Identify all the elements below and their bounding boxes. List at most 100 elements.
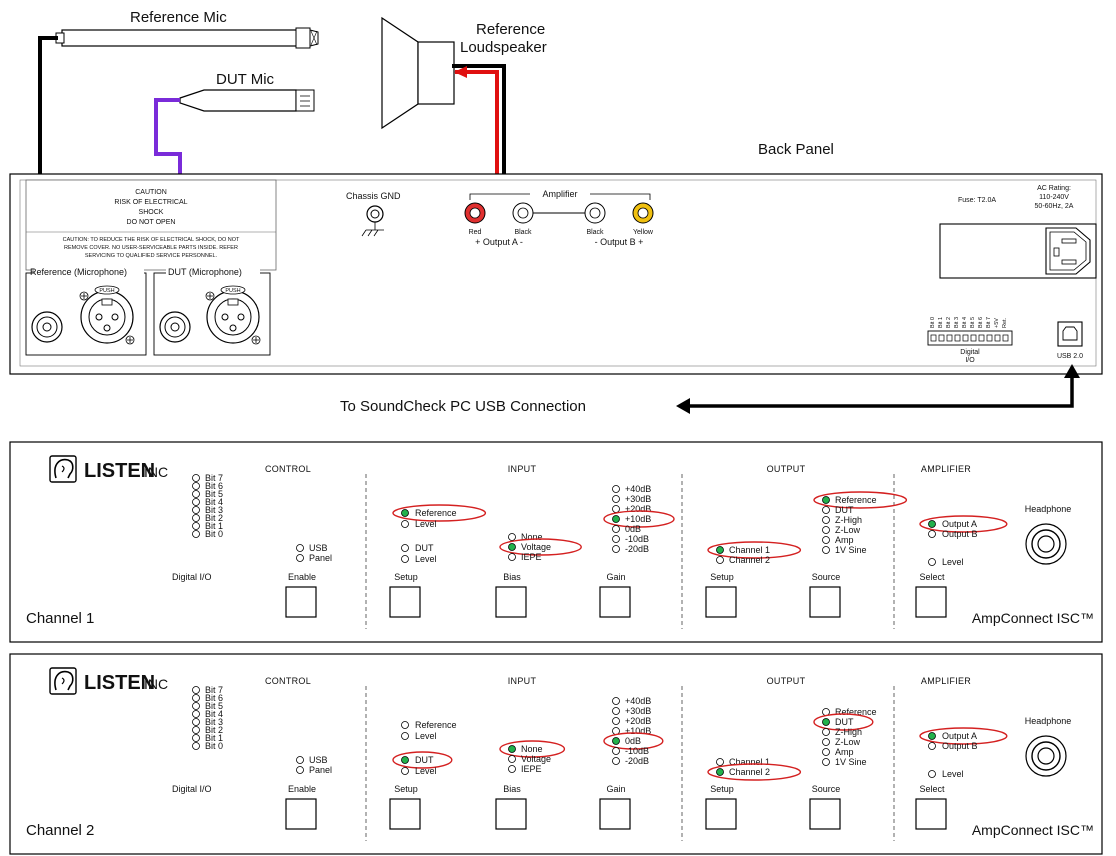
input-setup-button[interactable]: [389, 586, 421, 618]
led-off: [822, 758, 830, 766]
bias-button[interactable]: [495, 586, 527, 618]
led-label: -10dB: [625, 534, 649, 544]
led-off: [822, 506, 830, 514]
digital-io-port[interactable]: Bit 0 Bit 1 Bit 2 Bit 3 Bit 4 Bit 5 Bit …: [927, 317, 1013, 364]
section-input: INPUT: [508, 464, 537, 474]
selection-highlight: [603, 732, 664, 750]
usb-port[interactable]: USB 2.0: [1057, 321, 1083, 360]
caution-small-0: CAUTION: TO REDUCE THE RISK OF ELECTRICA…: [63, 237, 240, 243]
source-button[interactable]: [809, 586, 841, 618]
dut-group-label: DUT (Microphone): [168, 267, 242, 277]
led-off: [401, 732, 409, 740]
led-off: [296, 544, 304, 552]
output-setup-button[interactable]: [705, 586, 737, 618]
led-label: Level: [415, 519, 437, 529]
terminal-yellow[interactable]: [632, 202, 654, 224]
section-output: OUTPUT: [767, 464, 806, 474]
bias-button[interactable]: [495, 798, 527, 830]
digital-pin-5: Bit 5: [970, 317, 976, 328]
dut-bnc-connector[interactable]: [159, 311, 191, 343]
terminal-black-a[interactable]: [512, 202, 534, 224]
amplifier-label: Amplifier: [542, 189, 577, 199]
reference-push-label: PUSH: [99, 288, 114, 294]
led-off: [612, 717, 620, 725]
led-off: [822, 728, 830, 736]
led-label: Level: [415, 766, 437, 776]
led-label: Bit 3: [205, 717, 223, 727]
led-label: Level: [942, 557, 964, 567]
led-off: [192, 522, 200, 530]
ac-rating-0: AC Rating:: [1037, 185, 1071, 192]
amplifier-select-button[interactable]: [915, 586, 947, 618]
reference-bnc-connector[interactable]: [31, 311, 63, 343]
led-off: [508, 533, 516, 541]
input-setup-button[interactable]: [389, 798, 421, 830]
led-on: [822, 718, 830, 726]
dut-xlr-connector[interactable]: PUSH: [205, 285, 261, 345]
led-off: [296, 766, 304, 774]
selection-highlight: [707, 541, 802, 559]
led-off: [192, 710, 200, 718]
headphone-jack[interactable]: [1025, 523, 1067, 565]
terminal-label-yellow: Yellow: [633, 229, 654, 236]
terminal-black-b[interactable]: [584, 202, 606, 224]
terminal-label-red: Red: [469, 229, 482, 236]
led-off: [612, 525, 620, 533]
input-setup-label: Setup: [394, 784, 418, 794]
caution-line-0: CAUTION: [135, 189, 167, 196]
led-off: [192, 726, 200, 734]
led-off: [192, 474, 200, 482]
led-label: Z-High: [835, 515, 862, 525]
led-on: [928, 732, 936, 740]
led-label: Bit 4: [205, 709, 223, 719]
led-label: Reference: [415, 720, 457, 730]
amplifier-select-button[interactable]: [915, 798, 947, 830]
gain-button[interactable]: [599, 798, 631, 830]
led-off: [192, 694, 200, 702]
reference-group-label: Reference (Microphone): [30, 267, 127, 277]
power-inlet[interactable]: [1045, 227, 1091, 275]
led-off: [192, 482, 200, 490]
digital-pin-6: Bit 6: [978, 317, 984, 328]
source-label: Source: [812, 572, 841, 582]
selection-highlight: [813, 491, 908, 509]
selection-highlight: [919, 515, 1008, 533]
ground-icon: [361, 222, 384, 237]
output-setup-button[interactable]: [705, 798, 737, 830]
headphone-jack[interactable]: [1025, 735, 1067, 777]
enable-button[interactable]: [285, 798, 317, 830]
led-label: +10dB: [625, 514, 651, 524]
led-off: [716, 758, 724, 766]
led-label: Level: [415, 731, 437, 741]
fuse-label: Fuse: T2.0A: [958, 197, 996, 204]
led-off: [612, 757, 620, 765]
source-label: Source: [812, 784, 841, 794]
reference-xlr-connector[interactable]: PUSH: [79, 285, 135, 345]
model-label: AmpConnect ISC™: [972, 610, 1094, 626]
gain-button[interactable]: [599, 586, 631, 618]
led-label: DUT: [415, 543, 434, 553]
caution-label: CAUTION RISK OF ELECTRICAL SHOCK DO NOT …: [25, 179, 277, 271]
led-label: -20dB: [625, 544, 649, 554]
led-off: [192, 734, 200, 742]
led-label: Z-Low: [835, 525, 861, 535]
enable-button[interactable]: [285, 586, 317, 618]
terminal-red[interactable]: [464, 202, 486, 224]
led-off: [192, 742, 200, 750]
bias-label: Bias: [503, 572, 521, 582]
chassis-ground[interactable]: Chassis GND: [346, 191, 401, 237]
usb-cable: [690, 372, 1074, 408]
led-label: Voltage: [521, 542, 551, 552]
led-off: [192, 506, 200, 514]
source-button[interactable]: [809, 798, 841, 830]
led-label: Bit 3: [205, 505, 223, 515]
led-label: Bit 6: [205, 481, 223, 491]
led-off: [612, 485, 620, 493]
led-off: [612, 545, 620, 553]
led-label: Amp: [835, 535, 854, 545]
